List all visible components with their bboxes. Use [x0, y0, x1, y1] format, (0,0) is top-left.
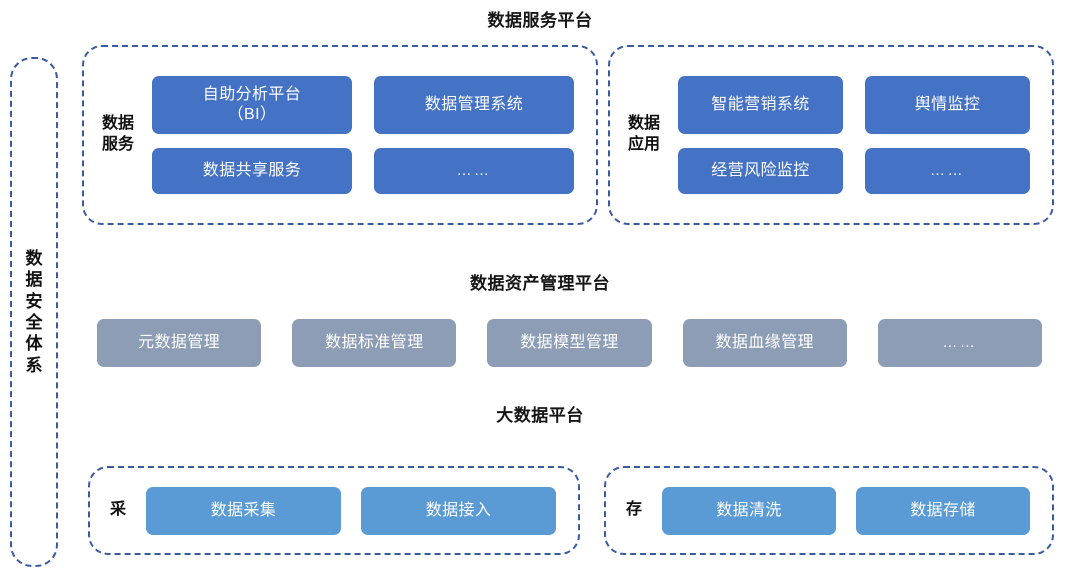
- item-data-model-management[interactable]: 数据模型管理: [487, 319, 652, 367]
- item-data-service-more[interactable]: ……: [374, 148, 574, 194]
- title-data-asset-platform: 数据资产管理平台: [470, 274, 610, 293]
- group-data-application-label: 数据 应用: [628, 115, 661, 153]
- group-data-collection: 采 数据采集 数据接入: [88, 466, 580, 555]
- item-data-cleaning[interactable]: 数据清洗: [662, 486, 836, 535]
- title-data-service-platform: 数据服务平台: [487, 11, 593, 30]
- item-data-management-system[interactable]: 数据管理系统: [374, 76, 574, 134]
- group-data-collection-items: 数据采集 数据接入: [146, 486, 556, 535]
- item-data-sharing-service[interactable]: 数据共享服务: [152, 148, 352, 194]
- item-data-ingestion[interactable]: 数据接入: [361, 486, 556, 535]
- item-data-standard-management[interactable]: 数据标准管理: [292, 319, 457, 367]
- item-asset-platform-more[interactable]: ……: [877, 319, 1042, 367]
- group-data-storage-items: 数据清洗 数据存储: [662, 486, 1030, 535]
- group-data-collection-label: 采: [110, 501, 127, 519]
- item-self-service-analysis-bi[interactable]: 自助分析平台 （BI）: [152, 76, 352, 134]
- group-data-storage-label: 存: [626, 501, 643, 519]
- title-big-data-platform: 大数据平台: [496, 406, 584, 425]
- item-intelligent-marketing-system[interactable]: 智能营销系统: [678, 76, 843, 134]
- asset-platform-row: 元数据管理 数据标准管理 数据模型管理 数据血缘管理 ……: [97, 319, 1042, 367]
- group-data-application-items: 智能营销系统 舆情监控 经营风险监控 ……: [678, 76, 1030, 194]
- item-data-storage[interactable]: 数据存储: [856, 486, 1030, 535]
- item-data-application-more[interactable]: ……: [865, 148, 1030, 194]
- item-business-risk-monitoring[interactable]: 经营风险监控: [678, 148, 843, 194]
- item-public-opinion-monitoring[interactable]: 舆情监控: [865, 76, 1030, 134]
- data-security-band: 数据安全体系: [10, 57, 58, 567]
- group-data-service-items: 自助分析平台 （BI） 数据管理系统 数据共享服务 ……: [152, 76, 574, 194]
- group-data-storage: 存 数据清洗 数据存储: [604, 466, 1054, 555]
- item-data-collection[interactable]: 数据采集: [146, 486, 341, 535]
- item-data-lineage-management[interactable]: 数据血缘管理: [682, 319, 847, 367]
- group-data-service-label: 数据 服务: [102, 115, 135, 153]
- group-data-application: 数据 应用 智能营销系统 舆情监控 经营风险监控 ……: [608, 45, 1054, 225]
- group-data-service: 数据 服务 自助分析平台 （BI） 数据管理系统 数据共享服务 ……: [82, 45, 598, 225]
- data-security-band-label: 数据安全体系: [25, 248, 43, 375]
- item-metadata-management[interactable]: 元数据管理: [97, 319, 262, 367]
